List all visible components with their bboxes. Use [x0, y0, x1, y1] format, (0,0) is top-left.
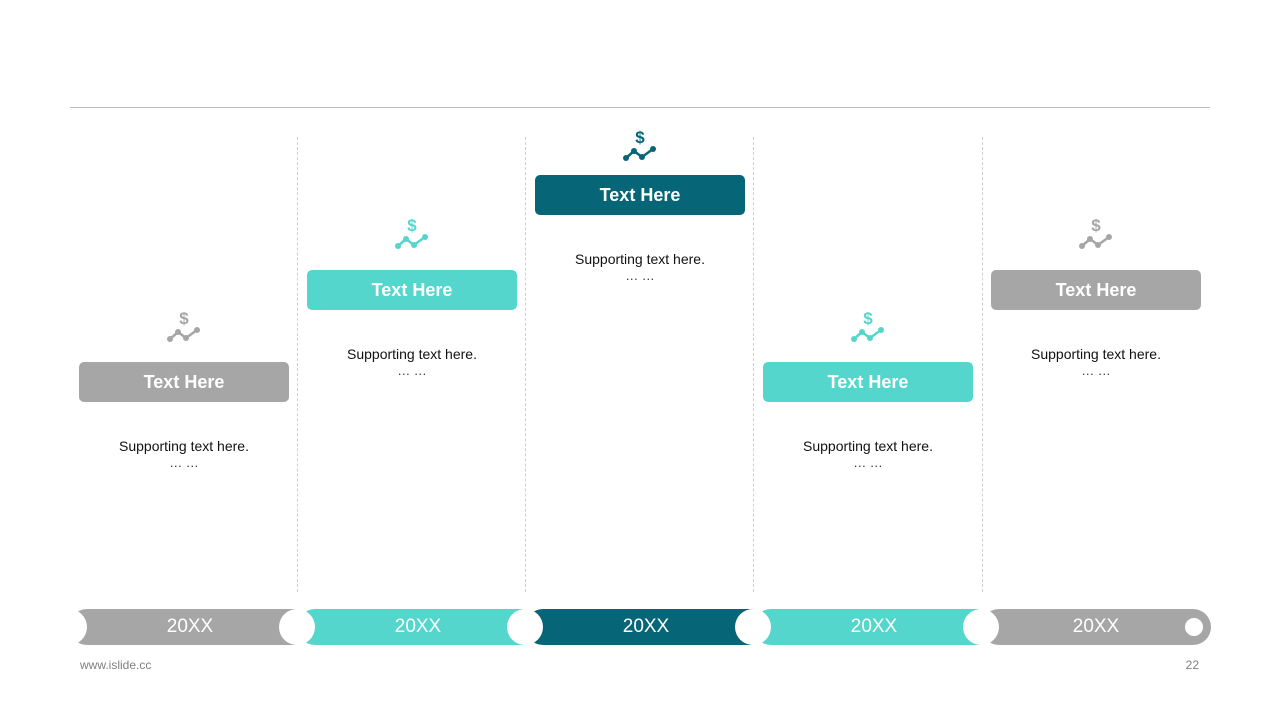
year-segment-5: 20XX: [963, 609, 1211, 645]
support-text: Supporting text here.: [803, 438, 933, 454]
support-text: Supporting text here.: [1031, 346, 1161, 362]
timeline-dot: [1185, 618, 1203, 636]
svg-text:$: $: [179, 309, 189, 328]
ellipsis-text: … …: [853, 455, 883, 470]
milestone-title: Text Here: [763, 362, 973, 402]
milestone-title: Text Here: [991, 270, 1201, 310]
year-segment-1: 20XX: [51, 609, 311, 645]
column-divider: [982, 137, 983, 592]
milestone-support: Supporting text here. … …: [982, 344, 1210, 378]
timeline-notch: [507, 609, 543, 645]
ellipsis-text: … …: [625, 268, 655, 283]
year-label: 20XX: [622, 616, 670, 637]
milestone-title: Text Here: [307, 270, 517, 310]
timeline-notch: [51, 609, 87, 645]
milestone-column-5: $ Text Here Supporting text here. … …: [982, 0, 1210, 600]
year-segment-3: 20XX: [507, 609, 767, 645]
column-divider: [297, 137, 298, 592]
milestone-support: Supporting text here. … …: [298, 344, 526, 378]
year-segment-4: 20XX: [735, 609, 995, 645]
timeline-notch: [735, 609, 771, 645]
timeline-notch: [279, 609, 315, 645]
column-divider: [753, 137, 754, 592]
support-text: Supporting text here.: [347, 346, 477, 362]
column-divider: [525, 137, 526, 592]
timeline-notch: [963, 609, 999, 645]
page-number: 22: [1185, 658, 1199, 672]
ellipsis-text: … …: [397, 363, 427, 378]
dollar-chart-icon: $: [848, 309, 888, 343]
svg-text:$: $: [407, 216, 417, 235]
ellipsis-text: … …: [169, 455, 199, 470]
year-label: 20XX: [1072, 616, 1120, 637]
svg-text:$: $: [1091, 216, 1101, 235]
support-text: Supporting text here.: [119, 438, 249, 454]
dollar-chart-icon: $: [392, 216, 432, 250]
milestone-column-1: $ Text Here Supporting text here. … …: [70, 0, 298, 600]
ellipsis-text: … …: [1081, 363, 1111, 378]
milestone-support: Supporting text here. … …: [754, 436, 982, 470]
milestone-title: Text Here: [535, 175, 745, 215]
milestone-column-4: $ Text Here Supporting text here. … …: [754, 0, 982, 600]
dollar-chart-icon: $: [164, 309, 204, 343]
milestone-support: Supporting text here. … …: [526, 249, 754, 283]
year-label: 20XX: [166, 616, 214, 637]
milestone-column-3: $ Text Here Supporting text here. … …: [526, 0, 754, 600]
year-segment-2: 20XX: [279, 609, 539, 645]
year-label: 20XX: [394, 616, 442, 637]
year-label: 20XX: [850, 616, 898, 637]
support-text: Supporting text here.: [575, 251, 705, 267]
dollar-chart-icon: $: [620, 128, 660, 162]
dollar-chart-icon: $: [1076, 216, 1116, 250]
milestone-title: Text Here: [79, 362, 289, 402]
milestone-support: Supporting text here. … …: [70, 436, 298, 470]
milestone-column-2: $ Text Here Supporting text here. … …: [298, 0, 526, 600]
svg-text:$: $: [863, 309, 873, 328]
top-rule: [70, 107, 1210, 108]
svg-text:$: $: [635, 128, 645, 147]
footer-url[interactable]: www.islide.cc: [80, 658, 152, 672]
